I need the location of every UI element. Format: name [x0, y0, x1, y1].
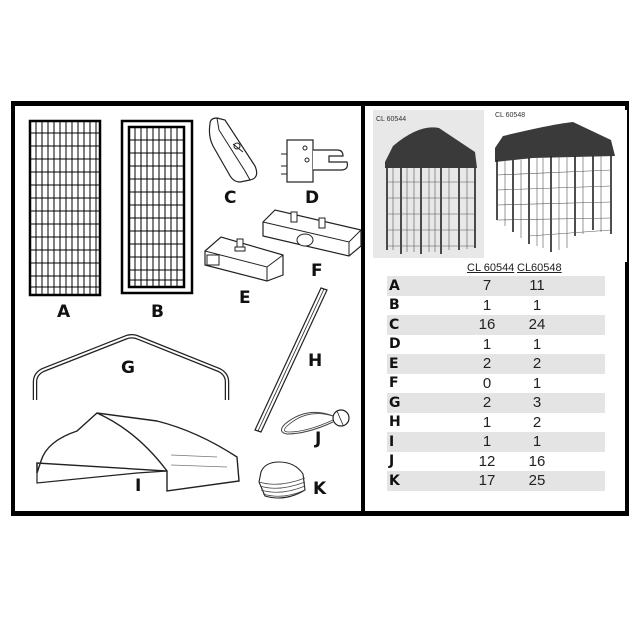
- cl60544-count: 1: [482, 335, 492, 353]
- row-part-label: E: [389, 355, 399, 372]
- cl60544-count: 1: [482, 296, 492, 314]
- kennel-photo-cl60544: CL 60544: [373, 110, 484, 258]
- photo-caption: CL 60544: [376, 116, 407, 123]
- small-kennel-image: [385, 127, 477, 254]
- table-row: K 17 25: [387, 471, 605, 491]
- row-part-label: A: [389, 277, 400, 294]
- row-part-label: I: [389, 433, 395, 450]
- cl60544-count: 7: [482, 277, 492, 295]
- table-row: I 1 1: [387, 432, 605, 452]
- cl60548-count: 25: [528, 472, 546, 490]
- parts-sheet-frame: A B C D: [11, 101, 629, 516]
- part-label-g: G: [121, 358, 135, 378]
- cl60548-count: 3: [532, 394, 542, 412]
- table-row: C 16 24: [387, 315, 605, 335]
- table-row: A 7 11: [387, 276, 605, 296]
- wire-panel-a-drawing: [28, 119, 102, 297]
- cl60544-count: 16: [478, 316, 496, 334]
- cl60544-count: 12: [478, 452, 496, 470]
- cl60548-count: 11: [529, 277, 545, 295]
- table-row: E 2 2: [387, 354, 605, 374]
- table-row: B 1 1: [387, 296, 605, 316]
- part-label-b: B: [151, 302, 164, 322]
- row-part-label: J: [389, 453, 395, 470]
- row-part-label: G: [389, 394, 401, 411]
- row-part-label: F: [389, 375, 399, 392]
- cl60548-count: 1: [532, 374, 542, 392]
- cl60544-count: 2: [482, 355, 492, 373]
- row-part-label: C: [389, 316, 400, 333]
- cl60544-count: 2: [482, 394, 492, 412]
- part-label-h: H: [308, 351, 323, 371]
- cl60548-count: 1: [532, 433, 542, 451]
- end-bracket-e-drawing: [204, 236, 284, 282]
- cl60548-count: 2: [532, 413, 542, 431]
- cl60544-count: 1: [482, 433, 492, 451]
- cl60548-count: 16: [528, 452, 546, 470]
- part-label-f: F: [311, 261, 323, 281]
- parts-diagram-panel: A B C D: [15, 106, 365, 511]
- row-part-label: D: [389, 336, 401, 353]
- cl60548-count: 24: [528, 316, 546, 334]
- column-header-cl60544: CL 60544: [467, 262, 515, 274]
- row-part-label: K: [389, 472, 400, 489]
- cl60544-count: 0: [482, 374, 492, 392]
- part-label-d: D: [305, 188, 320, 208]
- column-header-cl60548: CL60548: [517, 262, 562, 274]
- kennel-photo-cl60548: CL 60548: [489, 110, 627, 262]
- cl60544-count: 17: [478, 472, 496, 490]
- table-row: H 1 2: [387, 413, 605, 433]
- cl60548-count: 1: [532, 335, 542, 353]
- table-row: G 2 3: [387, 393, 605, 413]
- photo-caption: CL 60548: [495, 112, 526, 119]
- ball-bungee-j-drawing: [281, 409, 350, 435]
- cl60548-count: 1: [532, 296, 542, 314]
- table-row: J 12 16: [387, 452, 605, 472]
- part-label-c: C: [224, 188, 237, 208]
- table-row: D 1 1: [387, 335, 605, 355]
- part-label-a: A: [57, 302, 71, 322]
- row-part-label: B: [389, 297, 400, 314]
- large-kennel-image: [495, 122, 615, 252]
- cl60544-count: 1: [482, 413, 492, 431]
- panel-clamp-c-drawing: [208, 117, 258, 183]
- table-header: CL 60544 CL60548: [387, 262, 605, 276]
- roof-cover-i-drawing: [36, 412, 240, 492]
- cl60548-count: 2: [532, 355, 542, 373]
- gate-panel-b-drawing: [120, 119, 194, 295]
- middle-bracket-f-drawing: [262, 209, 362, 257]
- gate-latch-d-drawing: [281, 139, 348, 183]
- roof-arch-g-drawing: [32, 333, 230, 400]
- support-pole-h-drawing: [254, 287, 328, 433]
- row-part-label: H: [389, 414, 401, 431]
- table-row: F 0 1: [387, 374, 605, 394]
- part-label-j: J: [315, 429, 322, 449]
- caps-stack-k-drawing: [258, 461, 306, 499]
- part-label-e: E: [239, 288, 251, 308]
- part-label-i: I: [135, 476, 142, 496]
- part-label-k: K: [313, 479, 327, 499]
